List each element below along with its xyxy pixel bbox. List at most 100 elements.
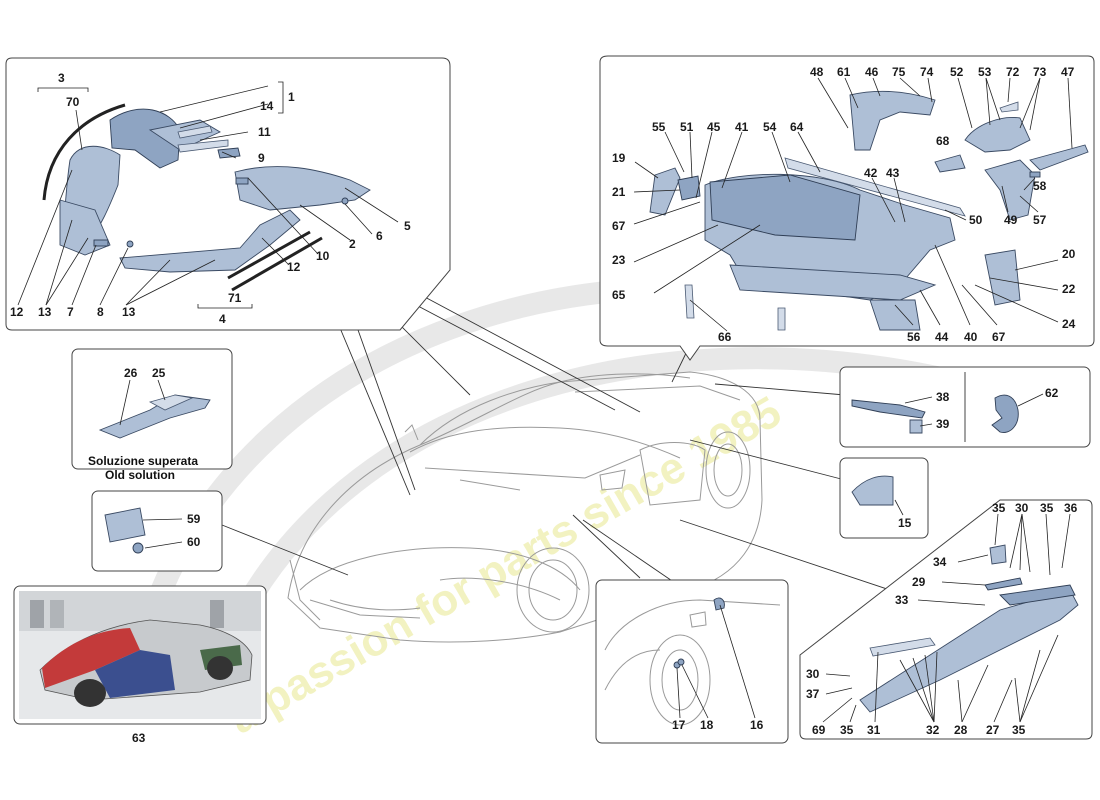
label-60: 60 <box>187 535 201 549</box>
label-62: 62 <box>1045 386 1059 400</box>
clip-39 <box>909 419 923 434</box>
label-13-right: 13 <box>122 305 136 319</box>
label-31: 31 <box>867 723 881 737</box>
label-7: 7 <box>67 305 74 319</box>
label-59: 59 <box>187 512 201 526</box>
engine-bay-tray <box>869 299 921 331</box>
label-30-top: 30 <box>1015 501 1029 515</box>
old-cover-26 <box>98 394 211 439</box>
label-51: 51 <box>680 120 694 134</box>
label-54: 54 <box>763 120 777 134</box>
label-44: 44 <box>935 330 949 344</box>
label-9: 9 <box>258 151 265 165</box>
label-34: 34 <box>933 555 947 569</box>
label-36: 36 <box>1064 501 1078 515</box>
label-73: 73 <box>1033 65 1047 79</box>
front-cover-shim-14 <box>177 125 213 139</box>
label-18: 18 <box>700 718 714 732</box>
label-66: 66 <box>718 330 732 344</box>
label-39: 39 <box>936 417 950 431</box>
caption-italian: Soluzione superata <box>88 454 198 468</box>
nut-60 <box>132 542 144 554</box>
piece-21 <box>677 175 701 201</box>
label-50: 50 <box>969 213 983 227</box>
plate-59 <box>104 507 146 543</box>
label-41: 41 <box>735 120 749 134</box>
label-55: 55 <box>652 120 666 134</box>
label-4: 4 <box>219 312 226 326</box>
label-12-left: 12 <box>10 305 24 319</box>
car-outline <box>287 371 763 643</box>
strip-66b <box>777 307 786 331</box>
label-72: 72 <box>1006 65 1020 79</box>
fuel-flap-16 <box>713 597 725 611</box>
panel-47 <box>1029 144 1089 171</box>
panel-front-plate: 59 60 <box>91 490 223 572</box>
label-13-left: 13 <box>38 305 52 319</box>
label-53: 53 <box>978 65 992 79</box>
engine-bay-rail <box>784 157 966 217</box>
label-6: 6 <box>376 229 383 243</box>
panel-engine-cover: 48 61 46 75 74 52 53 72 73 47 55 51 45 4… <box>599 55 1095 361</box>
prancing-horse-62 <box>991 394 1019 433</box>
lettering-38 <box>851 399 926 419</box>
label-20: 20 <box>1062 247 1076 261</box>
label-35-bottom-right: 35 <box>1012 723 1026 737</box>
label-68: 68 <box>936 134 950 148</box>
clip-58 <box>1029 171 1041 178</box>
label-29: 29 <box>912 575 926 589</box>
label-27: 27 <box>986 723 1000 737</box>
clip-10 <box>235 177 249 185</box>
label-25: 25 <box>152 366 166 380</box>
car-photo-red <box>42 628 140 688</box>
label-64: 64 <box>790 120 804 134</box>
label-38: 38 <box>936 390 950 404</box>
label-22: 22 <box>1062 282 1076 296</box>
label-14: 14 <box>260 99 274 113</box>
panel-badges: 38 39 62 <box>839 366 1091 448</box>
label-37: 37 <box>806 687 820 701</box>
label-11: 11 <box>258 125 271 139</box>
piece-72 <box>999 101 1019 113</box>
clip-8 <box>126 240 134 248</box>
label-56: 56 <box>907 330 921 344</box>
front-cover-lower <box>119 209 301 273</box>
engine-bay-lower <box>729 264 937 301</box>
piece-68 <box>934 154 966 173</box>
label-19: 19 <box>612 151 626 165</box>
panel-photo: 63 <box>13 585 267 745</box>
label-71: 71 <box>228 291 242 305</box>
label-33: 33 <box>895 593 909 607</box>
side-skirt-upper <box>999 584 1076 606</box>
label-45: 45 <box>707 120 721 134</box>
label-47: 47 <box>1061 65 1075 79</box>
label-74: 74 <box>920 65 934 79</box>
old-cover-25 <box>148 394 194 411</box>
clip-7 <box>93 239 109 247</box>
label-32: 32 <box>926 723 940 737</box>
front-cover-piece-9 <box>217 147 241 159</box>
trim-29 <box>984 577 1023 591</box>
air-vent-15 <box>851 475 894 506</box>
label-69: 69 <box>812 723 826 737</box>
label-61: 61 <box>837 65 851 79</box>
label-3: 3 <box>58 71 65 85</box>
label-48: 48 <box>810 65 824 79</box>
label-49: 49 <box>1004 213 1018 227</box>
label-75: 75 <box>892 65 906 79</box>
label-24: 24 <box>1062 317 1076 331</box>
piece-19 <box>649 167 681 216</box>
car-photo-blue <box>95 650 175 698</box>
label-16: 16 <box>750 718 764 732</box>
label-63: 63 <box>132 731 146 745</box>
label-21: 21 <box>612 185 626 199</box>
label-35-bottom-left: 35 <box>840 723 854 737</box>
label-23: 23 <box>612 253 626 267</box>
label-30-left: 30 <box>806 667 820 681</box>
panel-49-57 <box>984 159 1036 221</box>
label-17: 17 <box>672 718 686 732</box>
clip-18 <box>677 658 685 666</box>
front-cover-piece-11 <box>177 139 229 153</box>
label-65: 65 <box>612 288 626 302</box>
